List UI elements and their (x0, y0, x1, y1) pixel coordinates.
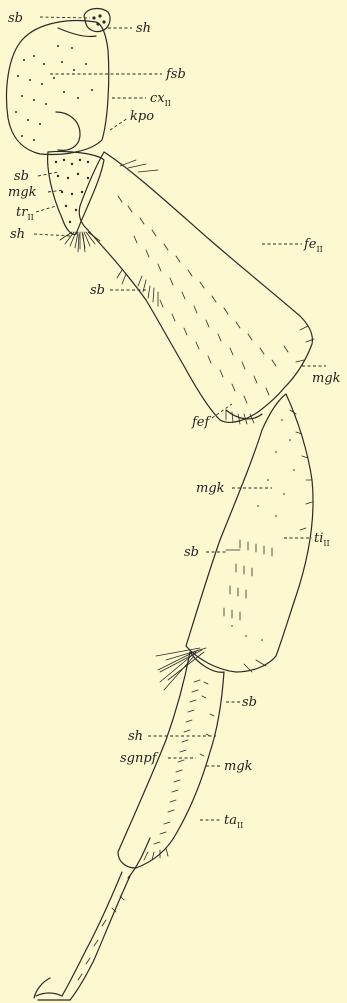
label-ta: taII (224, 813, 243, 830)
tarsus-setae (144, 680, 214, 860)
label-sh-coxa: sh (136, 21, 151, 36)
coxa-outline (7, 21, 109, 155)
labels: sb sh fsb cxII kpo sb mgk trII sh feII s… (8, 11, 341, 830)
label-mgk-trochanter: mgk (8, 185, 37, 200)
label-mgk-tarsus: mgk (224, 759, 253, 774)
metatarsus-setae (78, 896, 124, 980)
label-cx: cxII (150, 91, 171, 108)
label-sgnpf: sgnpf (120, 751, 159, 766)
coxa-tip (84, 9, 110, 32)
label-sb-coxa: sb (8, 11, 23, 26)
label-mgk-tibia: mgk (196, 481, 225, 496)
label-kpo: kpo (130, 109, 154, 124)
claw (34, 978, 70, 1000)
label-tr: trII (16, 205, 34, 222)
stippling (15, 14, 295, 640)
label-sb-tibia: sb (184, 545, 199, 560)
label-sb-tarsus: sb (242, 695, 257, 710)
label-fsb: fsb (165, 67, 186, 82)
label-sb-trochanter: sb (14, 169, 29, 184)
femur-setae (117, 160, 314, 424)
femur-outline (79, 152, 312, 422)
label-ti: tiII (314, 531, 330, 548)
tibia-outline (186, 394, 313, 672)
leader-lines (34, 17, 326, 820)
trochanter-outline (48, 151, 104, 234)
trochanter-brush (60, 232, 100, 252)
metatarsus-outline (62, 872, 130, 1000)
label-fef: fef (191, 415, 212, 430)
tibia-setae (156, 410, 312, 690)
label-mgk-femur: mgk (312, 371, 341, 386)
label-sh-trochanter: sh (10, 227, 25, 242)
label-fe: feII (303, 237, 323, 254)
label-sh-tarsus: sh (128, 729, 143, 744)
label-sb-femur: sb (90, 283, 105, 298)
